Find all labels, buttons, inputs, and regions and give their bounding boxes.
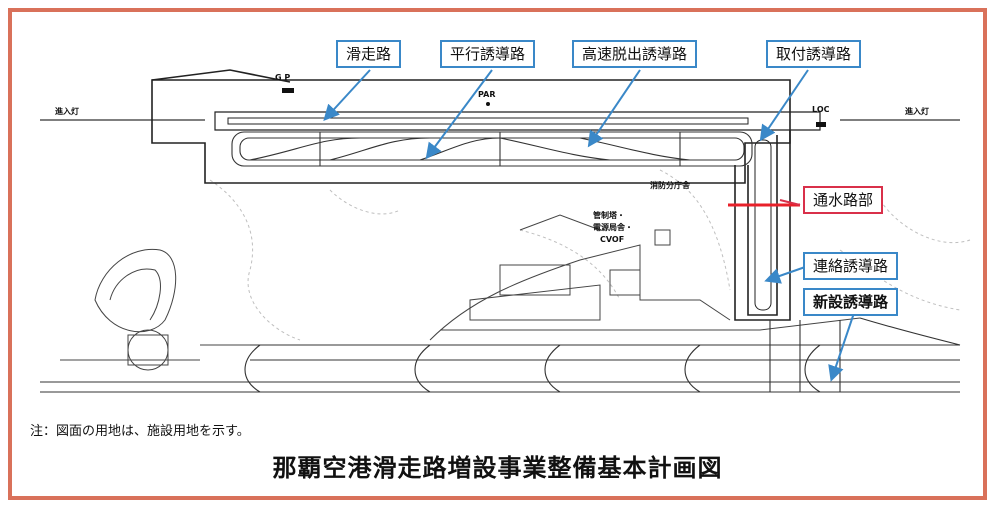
fire-station-text: 消防分庁舎 [650, 180, 691, 190]
loc-marker [816, 122, 826, 127]
map-note: 注：図面の用地は、施設用地を示す。 [30, 424, 250, 439]
label-access-taxiway: 取付誘導路 [766, 40, 862, 68]
existing-runway-area [40, 317, 961, 393]
taxiway-network [231, 131, 753, 167]
leader-arrows [323, 69, 856, 382]
gp-marker [282, 88, 294, 93]
control-tower-text-1: 管制塔・ [593, 210, 625, 220]
loc-text: LOC [812, 105, 830, 114]
airfield-outline [151, 69, 821, 184]
terminal-area [429, 214, 861, 341]
approach-light-right-text: 進入灯 [905, 106, 929, 116]
connecting-taxiway [734, 130, 791, 321]
approach-light-left-text: 進入灯 [55, 106, 79, 116]
label-runway: 滑走路 [336, 40, 402, 68]
left-island [60, 248, 250, 371]
gp-text: G P [275, 73, 290, 82]
diagram-title: 那覇空港滑走路増設事業整備基本計画図 [272, 454, 723, 482]
runway-strip [227, 117, 749, 125]
waterway-leader [779, 199, 801, 206]
label-waterway-section: 通水路部 [803, 186, 884, 214]
label-high-speed-exit-taxiway: 高速脱出誘導路 [572, 40, 698, 68]
par-text: PAR [478, 90, 495, 99]
label-connecting-taxiway: 連絡誘導路 [803, 252, 899, 280]
control-tower-text-3: CVOF [600, 235, 624, 244]
par-marker [486, 102, 490, 106]
control-tower-text-2: 電源局舎・ [593, 222, 633, 232]
label-parallel-taxiway: 平行誘導路 [440, 40, 536, 68]
label-new-taxiway: 新設誘導路 [803, 288, 899, 316]
